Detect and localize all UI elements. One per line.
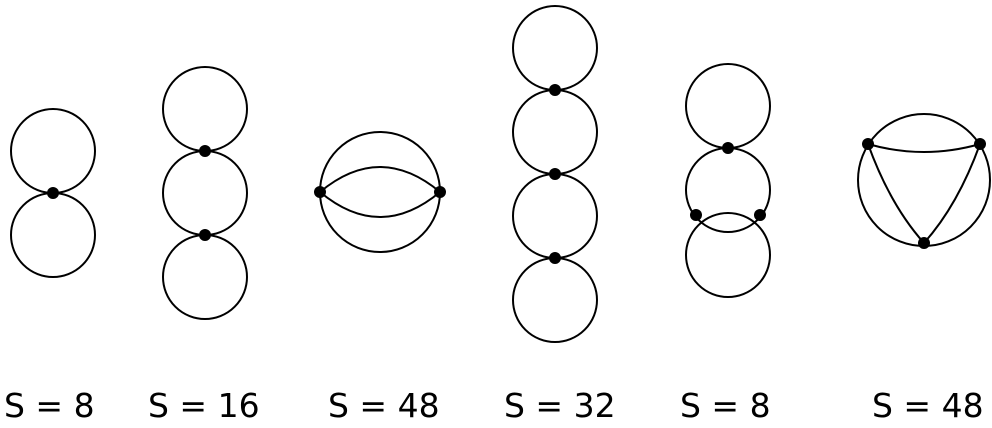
chord-left: [867, 143, 925, 244]
loop-top: [685, 63, 771, 149]
symmetry-factor-label: S = 32: [504, 386, 616, 425]
vertex: [47, 187, 59, 199]
loop-top: [162, 66, 248, 152]
vertex-1: [549, 84, 561, 96]
symmetry-factor-label: S = 8: [680, 386, 771, 425]
vertex-2: [549, 168, 561, 180]
loop-bottom: [10, 192, 96, 278]
vertex-right: [974, 138, 986, 150]
diagram-sunset: [314, 131, 446, 253]
symmetry-factor-label: S = 48: [872, 386, 984, 425]
loop-bottom: [685, 212, 771, 298]
inner-arc-upper: [319, 166, 441, 193]
symmetry-factor-label: S = 8: [4, 386, 95, 425]
loop-bottom: [162, 234, 248, 320]
diagram-four-loop-chain: [512, 5, 598, 343]
vertex-left: [314, 186, 326, 198]
loop-middle: [162, 150, 248, 236]
vertex-upper: [199, 145, 211, 157]
vertex-3: [549, 252, 561, 264]
loop-3: [512, 173, 598, 259]
diagram-three-loop-chain: [162, 66, 248, 320]
diagram-tetrahedron: [857, 113, 991, 249]
vertex-left: [690, 209, 702, 221]
diagram-loop-on-bubble: [685, 63, 771, 298]
diagram-figure-eight: [10, 108, 96, 278]
chord-top: [867, 143, 981, 153]
loop-4: [512, 257, 598, 343]
vertex-right: [754, 209, 766, 221]
symmetry-factor-label: S = 48: [328, 386, 440, 425]
vertex-left: [862, 138, 874, 150]
outer-circle: [319, 131, 441, 253]
vertex-bottom: [918, 237, 930, 249]
vertex-lower: [199, 229, 211, 241]
loop-1: [512, 5, 598, 91]
symmetry-factor-label: S = 16: [148, 386, 260, 425]
vertex-right: [434, 186, 446, 198]
inner-arc-lower: [319, 191, 441, 218]
outer-circle: [857, 113, 991, 247]
loop-2: [512, 89, 598, 175]
vertex-top: [722, 142, 734, 154]
loop-top: [10, 108, 96, 194]
chord-right: [923, 143, 981, 244]
